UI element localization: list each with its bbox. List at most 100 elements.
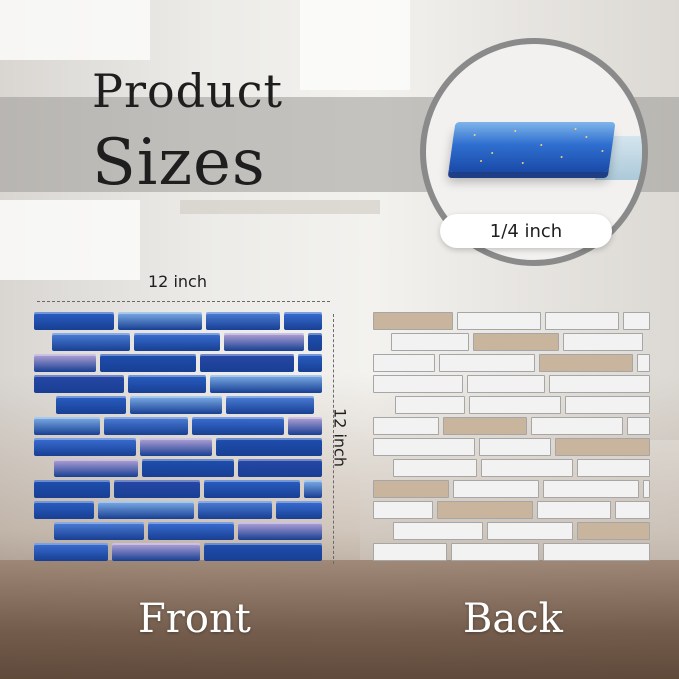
mosaic-tile-back [373,375,463,393]
mosaic-tile-back [391,333,469,351]
width-dimension-label: 12 inch [148,272,207,291]
mosaic-tile [130,396,222,414]
mosaic-tile-back [537,501,611,519]
mosaic-tile-back [451,543,539,561]
mosaic-tile-back [623,312,650,330]
mosaic-tile-back [565,396,650,414]
mosaic-tile [34,543,108,561]
mosaic-tile [52,333,130,351]
mosaic-tile-back [373,480,449,498]
background-window [0,0,150,60]
mosaic-front [34,312,322,564]
mosaic-tile-back [373,438,475,456]
mosaic-tile [34,354,96,372]
mosaic-tile [34,480,110,498]
mosaic-tile [226,396,314,414]
mosaic-tile-back [563,333,643,351]
mosaic-tile [128,375,206,393]
mosaic-tile-back [543,480,639,498]
mosaic-tile-back [467,375,545,393]
glitter-speck [473,134,476,136]
mosaic-tile [210,375,322,393]
mosaic-tile-back [473,333,559,351]
mosaic-tile-back [637,354,650,372]
mosaic-tile-back [453,480,539,498]
mosaic-tile [224,333,304,351]
mosaic-tile [34,438,136,456]
mosaic-tile [56,396,126,414]
glitter-speck [601,150,604,152]
mosaic-tile-back [577,459,650,477]
mosaic-tile [204,480,300,498]
mosaic-tile [114,480,200,498]
mosaic-tile-back [457,312,541,330]
mosaic-tile-back [439,354,535,372]
mosaic-tile-back [577,522,650,540]
height-dimension-label: 12 inch [330,408,350,467]
glitter-speck [540,144,543,146]
mosaic-tile-back [487,522,573,540]
mosaic-tile-back [469,396,561,414]
mosaic-tile-back [373,417,439,435]
mosaic-tile-back [373,543,447,561]
mosaic-tile-back [545,312,619,330]
mosaic-tile [238,459,322,477]
mosaic-tile [308,333,322,351]
mosaic-tile-back [373,501,433,519]
background-shelf [180,200,380,214]
mosaic-tile-back [549,375,650,393]
mosaic-tile [140,438,212,456]
mosaic-tile [134,333,220,351]
glitter-speck [574,128,577,130]
mosaic-tile [238,522,322,540]
mosaic-tile [34,312,114,330]
glitter-speck [521,162,524,164]
thickness-label: 1/4 inch [440,214,612,248]
mosaic-tile [304,480,322,498]
mosaic-tile-back [543,543,650,561]
mosaic-tile [198,501,272,519]
background-floor [0,560,679,679]
mosaic-back [373,312,650,564]
glitter-speck [560,156,563,158]
mosaic-tile [200,354,294,372]
mosaic-tile-back [539,354,633,372]
mosaic-tile [276,501,322,519]
mosaic-tile-back [393,459,477,477]
mosaic-tile-back [373,354,435,372]
mosaic-tile [34,501,94,519]
background-window [300,0,410,90]
mosaic-tile [100,354,196,372]
glitter-speck [479,160,483,162]
mosaic-tile [112,543,200,561]
mosaic-tile [104,417,188,435]
mosaic-tile [192,417,284,435]
mosaic-tile [118,312,202,330]
mosaic-tile-back [393,522,483,540]
mosaic-tile [216,438,322,456]
mosaic-tile [298,354,322,372]
back-label: Back [463,596,563,642]
background-window [0,200,140,280]
mosaic-tile-back [481,459,573,477]
height-dimension-line [333,314,334,564]
mosaic-tile [148,522,234,540]
mosaic-tile [288,417,322,435]
mosaic-tile-back [627,417,650,435]
mosaic-tile-back [615,501,650,519]
mosaic-tile [98,501,194,519]
mosaic-tile [204,543,322,561]
glitter-speck [514,130,517,132]
mosaic-tile-back [643,480,650,498]
glitter-speck [491,152,494,154]
tile-edge-strip [448,122,616,172]
mosaic-tile [34,375,124,393]
mosaic-tile-back [443,417,527,435]
mosaic-tile [284,312,322,330]
front-label: Front [138,596,251,642]
mosaic-tile-back [437,501,533,519]
mosaic-tile [34,417,100,435]
title-sizes: Sizes [92,126,266,200]
mosaic-tile-back [479,438,551,456]
